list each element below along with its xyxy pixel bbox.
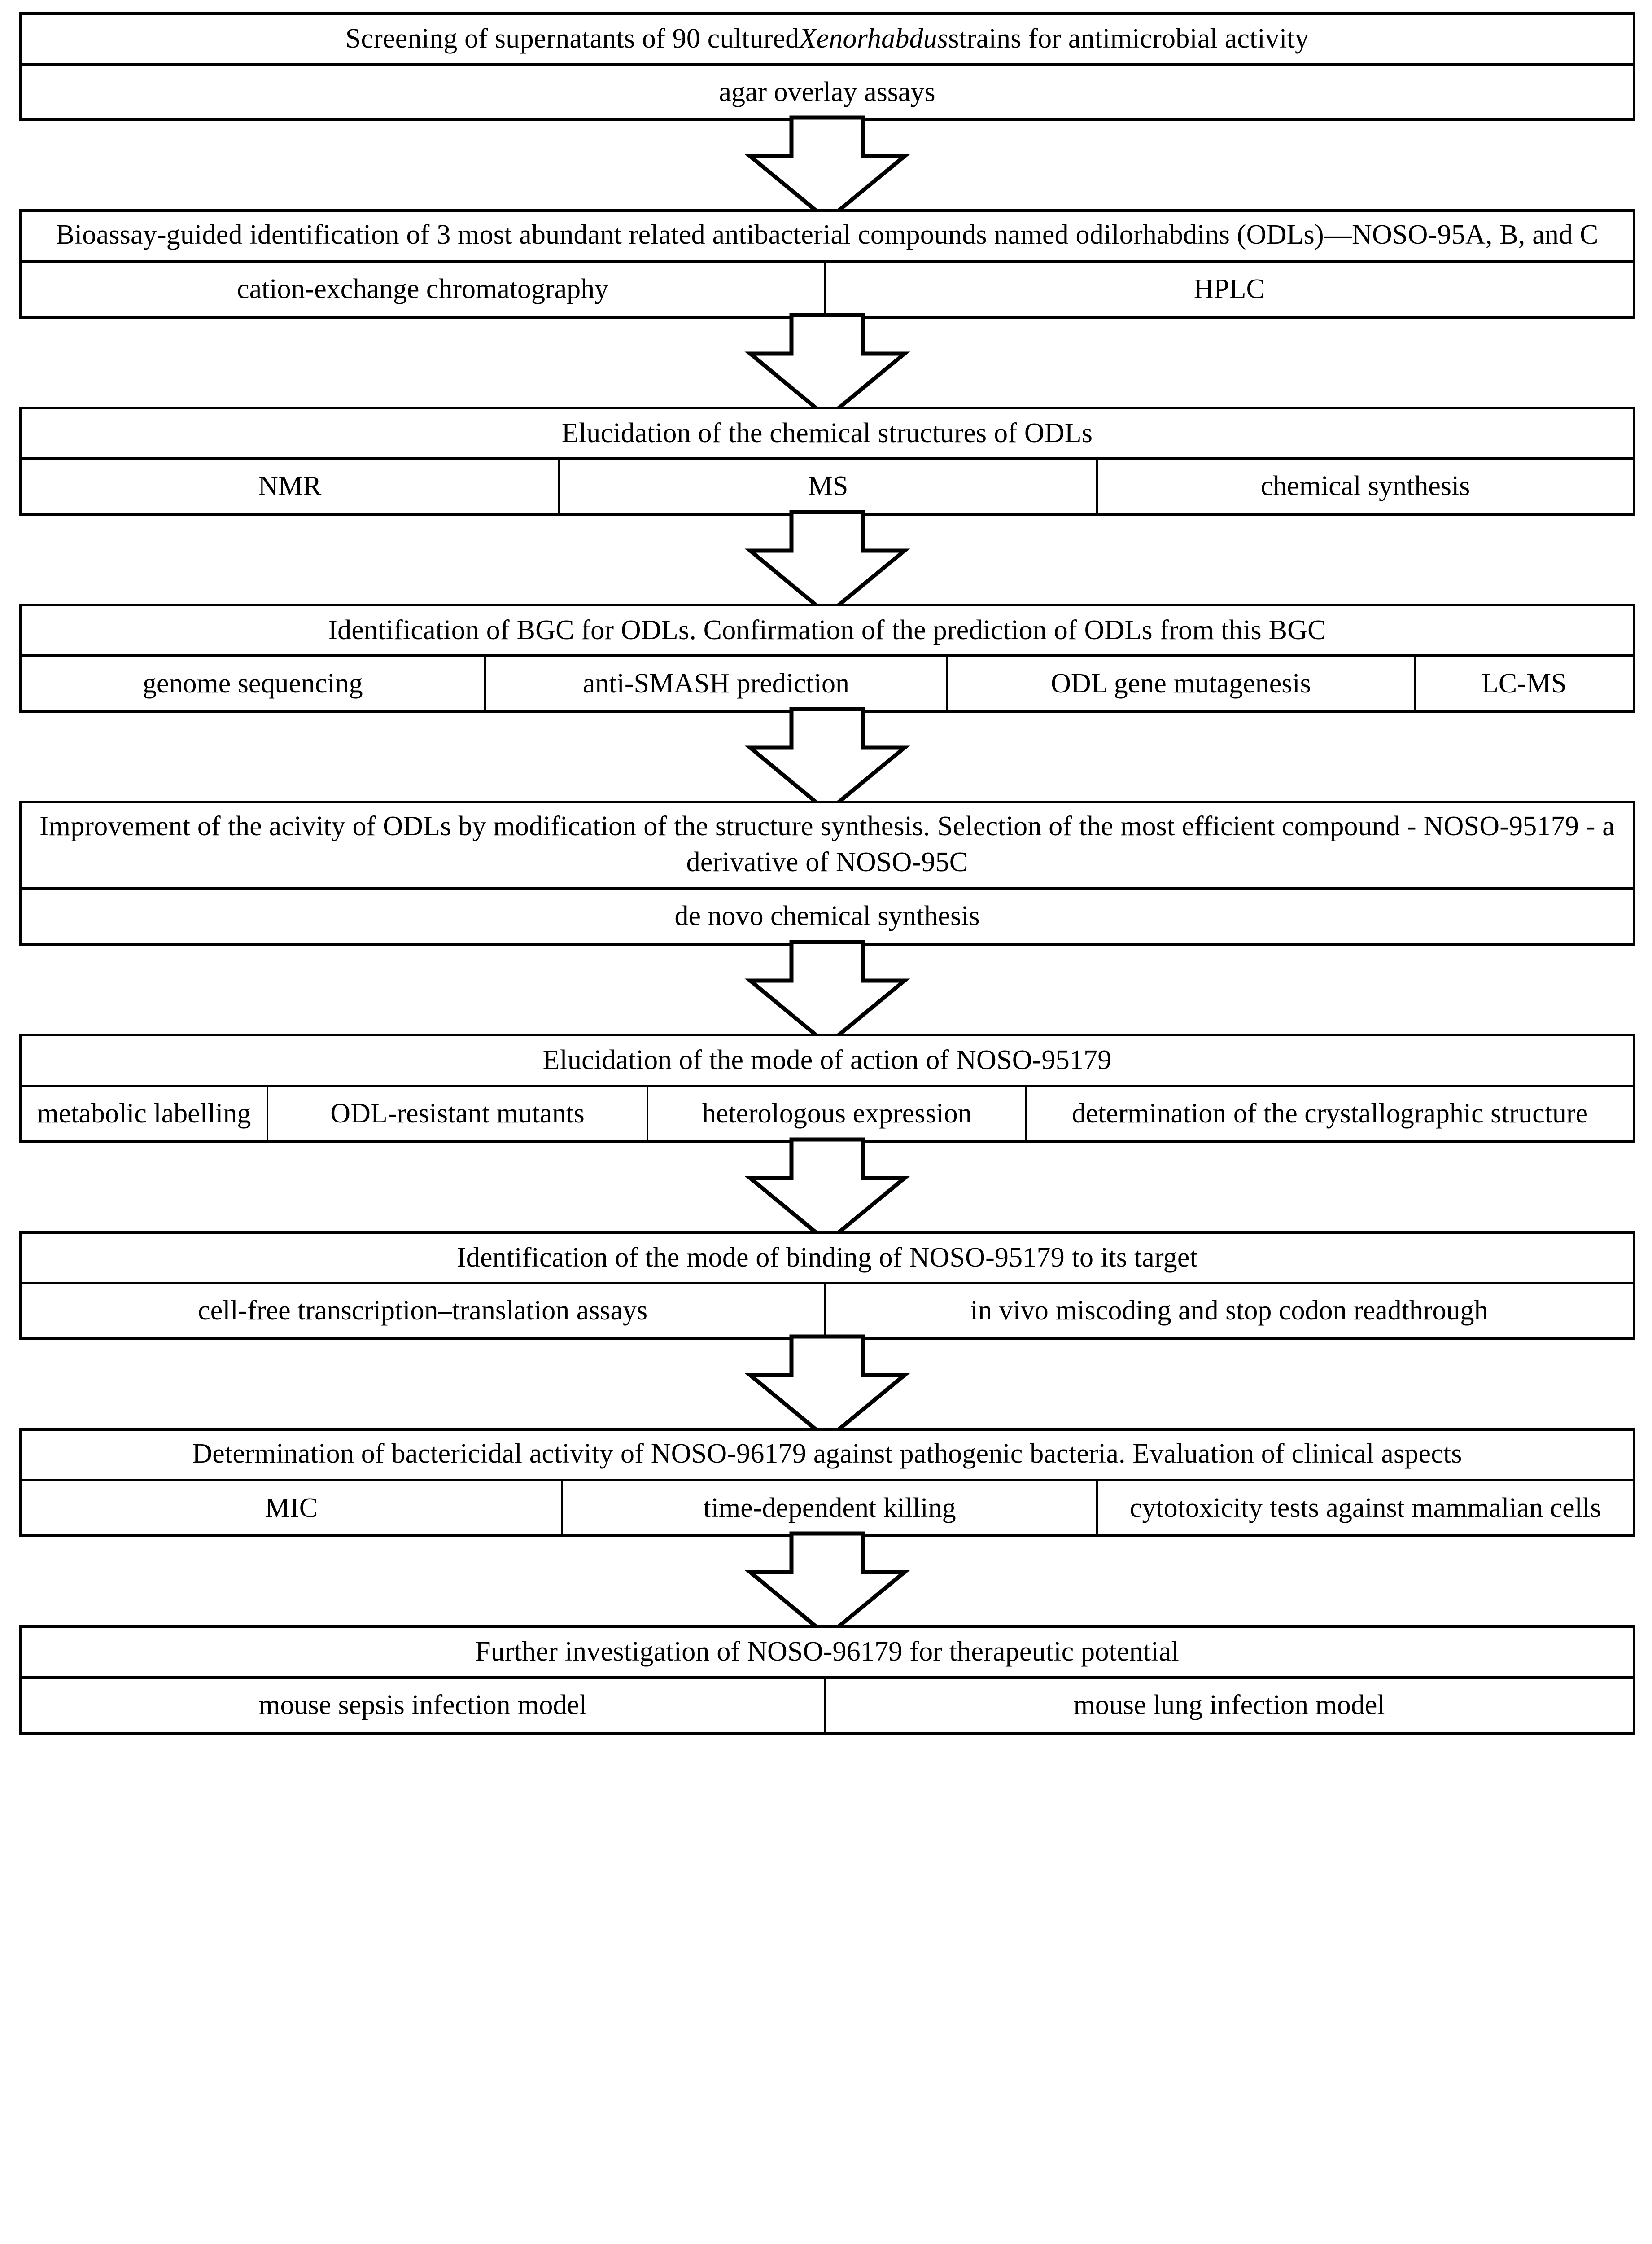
step-1-header-text-a: Screening of supernatants of 90 cultured bbox=[345, 23, 800, 54]
flow-step-3: Elucidation of the chemical structures o… bbox=[19, 406, 1635, 516]
step-8-header: Determination of bactericidal activity o… bbox=[192, 1438, 1462, 1469]
connector-arrow-5 bbox=[19, 940, 1635, 1047]
step-3-header: Elucidation of the chemical structures o… bbox=[561, 417, 1093, 448]
step-9-header: Further investigation of NOSO-96179 for … bbox=[475, 1636, 1179, 1667]
step-6-method-1: ODL-resistant mutants bbox=[266, 1087, 647, 1140]
flow-step-2: Bioassay-guided identification of 3 most… bbox=[19, 209, 1635, 319]
connector-arrow-2 bbox=[19, 313, 1635, 420]
step-2-methods-row: cation-exchange chromatography HPLC bbox=[22, 260, 1633, 316]
flow-step-9: Further investigation of NOSO-96179 for … bbox=[19, 1625, 1635, 1735]
step-6-method-3: determination of the crystallographic st… bbox=[1025, 1087, 1633, 1140]
step-2-method-1: HPLC bbox=[824, 263, 1633, 316]
connector-arrow-8 bbox=[19, 1531, 1635, 1639]
step-8-method-1: time-dependent killing bbox=[561, 1481, 1096, 1535]
step-7-methods-row: cell-free transcription–translation assa… bbox=[22, 1281, 1633, 1337]
step-1-methods-row: agar overlay assays bbox=[22, 63, 1633, 118]
down-arrow-icon bbox=[744, 115, 910, 223]
step-1-header-text-b: strains for antimicrobial activity bbox=[948, 23, 1309, 54]
step-9-method-1: mouse lung infection model bbox=[824, 1679, 1633, 1732]
step-1-method-0: agar overlay assays bbox=[719, 76, 935, 107]
down-arrow-icon bbox=[744, 510, 910, 617]
down-arrow-icon bbox=[744, 707, 910, 815]
step-9-methods-row: mouse sepsis infection model mouse lung … bbox=[22, 1676, 1633, 1732]
step-4-method-0: genome sequencing bbox=[142, 668, 363, 699]
connector-arrow-1 bbox=[19, 115, 1635, 223]
step-4-method-3: LC-MS bbox=[1413, 657, 1633, 710]
flow-step-1: Screening of supernatants of 90 cultured… bbox=[19, 12, 1635, 122]
step-8-method-0: MIC bbox=[265, 1492, 318, 1523]
down-arrow-icon bbox=[744, 1137, 910, 1245]
step-6-method-0: metabolic labelling bbox=[37, 1098, 251, 1129]
flow-step-6: Elucidation of the mode of action of NOS… bbox=[19, 1034, 1635, 1143]
step-1-header-italic-genus: Xenorhabdus bbox=[799, 23, 948, 54]
step-6-method-2: heterologous expression bbox=[647, 1087, 1025, 1140]
step-9-method-0: mouse sepsis infection model bbox=[258, 1689, 587, 1720]
step-8-methods-row: MIC time-dependent killing cytotoxicity … bbox=[22, 1479, 1633, 1535]
step-5-methods-row: de novo chemical synthesis bbox=[22, 887, 1633, 943]
step-2-method-0: cation-exchange chromatography bbox=[237, 274, 609, 305]
step-7-method-1: in vivo miscoding and stop codon readthr… bbox=[824, 1284, 1633, 1337]
connector-arrow-7 bbox=[19, 1334, 1635, 1442]
connector-arrow-6 bbox=[19, 1137, 1635, 1245]
step-3-methods-row: NMR MS chemical synthesis bbox=[22, 457, 1633, 513]
flowchart-stack: Screening of supernatants of 90 cultured… bbox=[19, 12, 1635, 1735]
flow-step-4: Identification of BGC for ODLs. Confirma… bbox=[19, 604, 1635, 713]
step-4-methods-row: genome sequencing anti-SMASH prediction … bbox=[22, 654, 1633, 710]
step-5-header: Improvement of the acivity of ODLs by mo… bbox=[39, 811, 1615, 877]
flow-step-5: Improvement of the acivity of ODLs by mo… bbox=[19, 801, 1635, 946]
step-2-header: Bioassay-guided identification of 3 most… bbox=[56, 219, 1599, 250]
step-4-method-2: ODL gene mutagenesis bbox=[946, 657, 1413, 710]
down-arrow-icon bbox=[744, 313, 910, 420]
step-4-method-1: anti-SMASH prediction bbox=[484, 657, 947, 710]
step-3-method-1: MS bbox=[558, 460, 1096, 513]
down-arrow-icon bbox=[744, 1334, 910, 1442]
step-7-header: Identification of the mode of binding of… bbox=[456, 1242, 1198, 1273]
step-8-method-2: cytotoxicity tests against mammalian cel… bbox=[1096, 1481, 1633, 1535]
connector-arrow-4 bbox=[19, 707, 1635, 815]
flow-step-7: Identification of the mode of binding of… bbox=[19, 1231, 1635, 1340]
connector-arrow-3 bbox=[19, 510, 1635, 617]
step-3-method-0: NMR bbox=[258, 471, 322, 502]
step-7-method-0: cell-free transcription–translation assa… bbox=[198, 1295, 648, 1326]
step-4-header: Identification of BGC for ODLs. Confirma… bbox=[328, 615, 1326, 646]
down-arrow-icon bbox=[744, 1531, 910, 1639]
step-1-header: Screening of supernatants of 90 cultured… bbox=[22, 15, 1633, 63]
step-5-method-0: de novo chemical synthesis bbox=[674, 901, 980, 932]
step-6-methods-row: metabolic labelling ODL-resistant mutant… bbox=[22, 1084, 1633, 1140]
step-6-header: Elucidation of the mode of action of NOS… bbox=[542, 1045, 1112, 1076]
step-3-method-2: chemical synthesis bbox=[1096, 460, 1633, 513]
down-arrow-icon bbox=[744, 940, 910, 1047]
flow-step-8: Determination of bactericidal activity o… bbox=[19, 1428, 1635, 1538]
